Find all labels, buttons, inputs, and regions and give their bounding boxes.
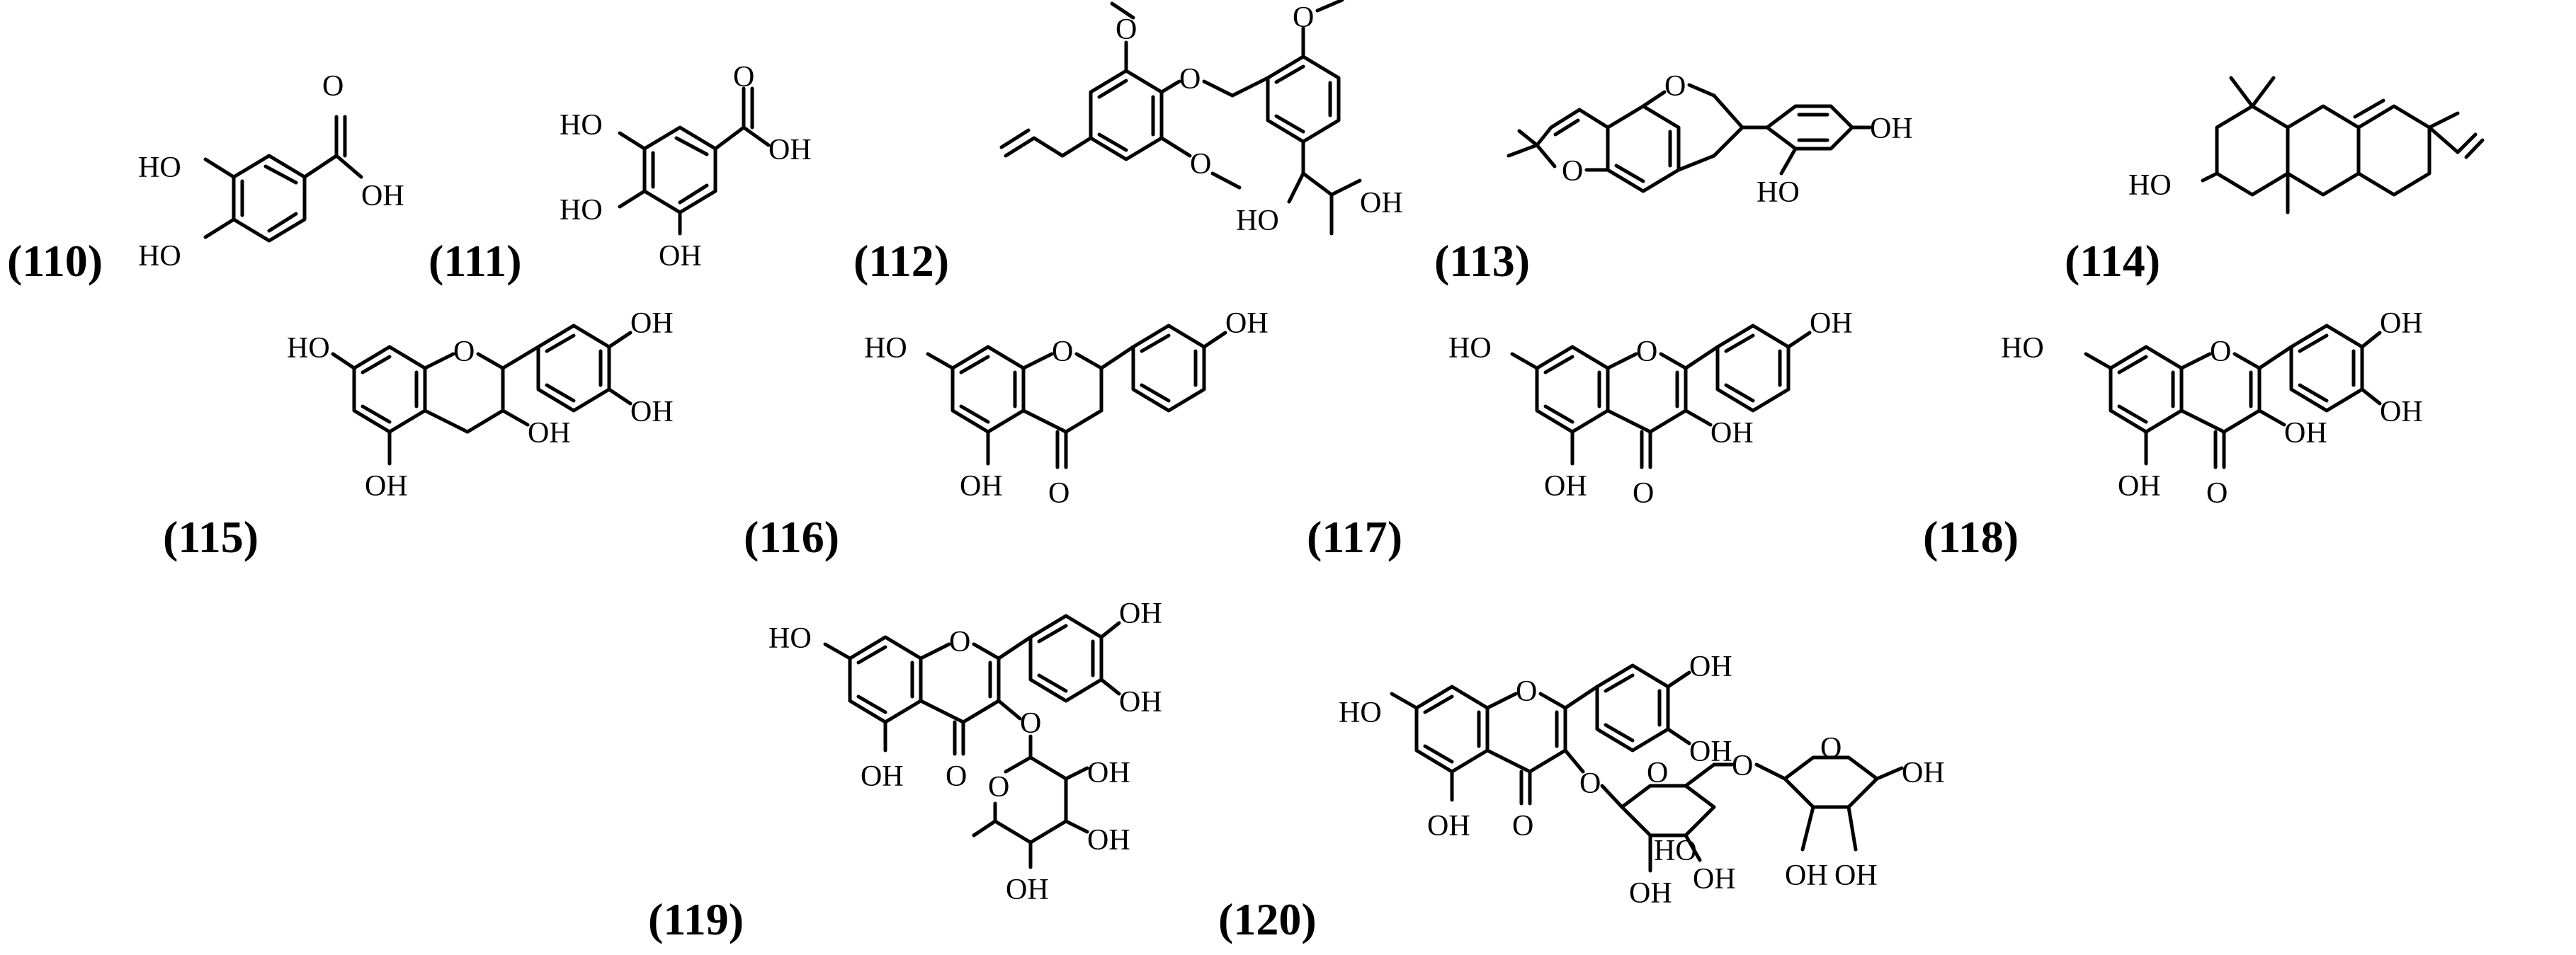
atom-oh: OH [1006, 874, 1049, 906]
atom-ho: HO [768, 622, 812, 655]
atom-oh: OH [1544, 470, 1587, 503]
structure-117: O O OH HO OH OH [1448, 307, 1853, 510]
atom-o: O [1293, 1, 1314, 34]
atom-ho: HO [1757, 176, 1800, 209]
atom-ho: HO [1448, 332, 1492, 365]
atom-ho: HO [864, 332, 907, 365]
compound-label: (117) [1307, 512, 1402, 562]
atom-oh: OH [2380, 307, 2423, 340]
atom-oh: OH [1785, 859, 1828, 892]
atom-o: O [988, 771, 1009, 804]
atom-oh: OH [1087, 757, 1130, 789]
compound-label: (110) [7, 236, 103, 286]
atom-oh: OH [1119, 597, 1162, 630]
compound-label: (113) [1434, 236, 1530, 286]
atom-o: O [1820, 732, 1842, 765]
atom-oh: OH [1834, 859, 1878, 892]
atom-o: O [949, 626, 970, 658]
structure-119: O O HO OH OH OH O O OH OH OH [768, 597, 1162, 906]
atom-oh: OH [1902, 757, 1945, 789]
atom-o: O [1190, 148, 1211, 181]
structure-111: O OH HO HO OH [560, 61, 812, 273]
atom-oh: OH [1693, 863, 1736, 896]
atom-o: O [1052, 336, 1073, 368]
structure-113: O O OH HO [1507, 70, 1913, 209]
structure-114: HO [2128, 76, 2485, 215]
structure-118: O O OH HO OH OH OH [2001, 307, 2423, 510]
atom-oh: OH [1710, 417, 1754, 450]
atom-oh: OH [861, 760, 904, 793]
atom-o: O [1048, 477, 1069, 510]
atom-ho: HO [138, 151, 181, 184]
atom-o: O [1579, 767, 1601, 800]
atom-o: O [2206, 477, 2228, 510]
atom-oh: OH [1689, 736, 1732, 768]
structure-116: O O HO OH OH [864, 307, 1269, 510]
compound-label: (120) [1218, 894, 1317, 944]
atom-oh: OH [361, 180, 404, 212]
atom-ho: HO [560, 194, 603, 227]
atom-oh: OH [1810, 307, 1853, 340]
compound-label: (118) [1923, 512, 2019, 562]
atom-o: O [1636, 336, 1657, 368]
atom-ho: HO [2128, 169, 2172, 202]
atom-o: O [1512, 810, 1533, 842]
atom-o: O [322, 70, 344, 103]
atom-ho: HO [287, 332, 330, 365]
atom-ho: HO [2001, 332, 2044, 365]
atom-o: O [1664, 70, 1686, 103]
atom-oh: OH [1087, 824, 1130, 857]
compound-label: (114) [2065, 236, 2160, 286]
atom-oh: OH [1870, 113, 1913, 145]
atom-oh: OH [1119, 686, 1162, 719]
compound-label: (111) [429, 236, 522, 286]
atom-oh: OH [2118, 470, 2161, 503]
atom-oh: OH [1427, 810, 1470, 842]
compound-label: (112) [853, 236, 949, 286]
atom-oh: OH [528, 417, 571, 450]
atom-o: O [733, 61, 754, 93]
atom-ho: HO [1654, 835, 1697, 867]
atom-oh: OH [365, 470, 408, 503]
structure-112: O O O O HO OH [999, 0, 1403, 237]
atom-o: O [1516, 675, 1537, 708]
atom-o: O [946, 760, 967, 793]
atom-oh: OH [1629, 877, 1672, 910]
atom-oh: OH [960, 470, 1003, 503]
atom-oh: OH [659, 240, 702, 273]
atom-ho: HO [1236, 205, 1279, 237]
atom-oh: OH [2284, 417, 2327, 450]
compound-label: (119) [648, 894, 744, 944]
atom-ho: HO [560, 109, 603, 142]
atom-o: O [453, 336, 475, 368]
atom-o: O [1020, 707, 1041, 740]
atom-oh: OH [630, 307, 674, 340]
compound-label: (115) [163, 512, 259, 562]
structure-120: O O HO OH OH OH O O O OH OH HO [1339, 651, 1945, 910]
atom-o: O [1732, 750, 1753, 782]
atom-oh: OH [1225, 307, 1269, 340]
compound-label: (116) [744, 512, 839, 562]
atom-o: O [1633, 477, 1654, 510]
atom-ho: HO [1339, 697, 1382, 729]
structure-110: O OH HO HO [138, 70, 404, 273]
atom-oh: OH [768, 134, 812, 166]
atom-o: O [1562, 155, 1583, 188]
atom-o: O [2210, 336, 2231, 368]
structure-115: O OH HO OH OH OH [287, 307, 674, 503]
atom-ho: HO [138, 240, 181, 273]
atom-o: O [1179, 63, 1201, 96]
atom-oh: OH [630, 396, 674, 428]
atom-oh: OH [1360, 187, 1403, 219]
atom-oh: OH [2380, 396, 2423, 428]
atom-o: O [1647, 757, 1668, 789]
atom-oh: OH [1689, 651, 1732, 683]
